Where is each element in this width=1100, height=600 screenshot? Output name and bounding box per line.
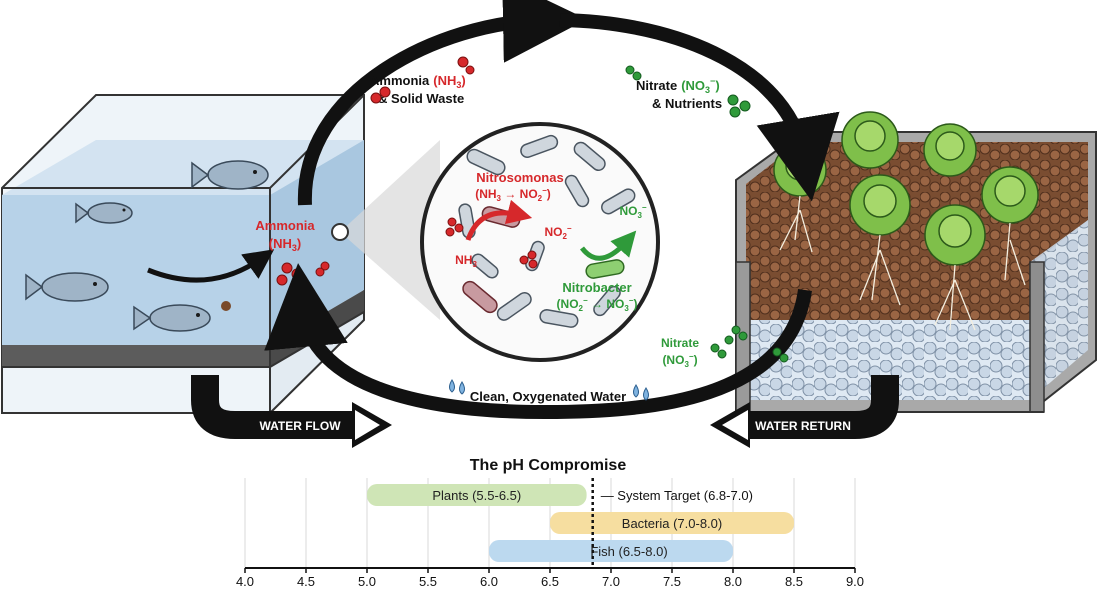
ammonia-molecule-icon bbox=[445, 217, 538, 269]
x-tick-label: 4.0 bbox=[236, 574, 254, 589]
x-tick-label: 8.0 bbox=[724, 574, 742, 589]
solid-waste-icon bbox=[221, 301, 231, 311]
x-tick-label: 4.5 bbox=[297, 574, 315, 589]
chart-title: The pH Compromise bbox=[470, 457, 627, 474]
ph-range-bar bbox=[367, 484, 587, 506]
water-drop-icon bbox=[449, 379, 649, 401]
nitrosomonas-label: Nitrosomonas bbox=[476, 170, 563, 185]
waste-flow-arrow bbox=[147, 249, 275, 283]
bacteria-panel: Nitrosomonas (NH3 → NO2−) NH3 NO2− NO3− … bbox=[420, 122, 660, 362]
fish-tank bbox=[1, 94, 365, 416]
ph-chart: The pH Compromise Plants (5.5-6.5) Bacter… bbox=[236, 457, 864, 589]
bacteria-icon bbox=[458, 134, 636, 328]
nutrients-label: & Nutrients bbox=[652, 96, 722, 111]
ammonia-waste-label: Ammonia(NH3) bbox=[370, 73, 466, 90]
zoom-point bbox=[331, 223, 349, 241]
x-tick-label: 5.5 bbox=[419, 574, 437, 589]
solid-waste-label: & Solid Waste bbox=[378, 91, 464, 106]
ph-range-label: Bacteria (7.0-8.0) bbox=[622, 516, 722, 531]
no2-label: NO2− bbox=[544, 224, 571, 241]
x-tick-label: 8.5 bbox=[785, 574, 803, 589]
ph-range-bar bbox=[489, 540, 733, 562]
no3-label: NO3− bbox=[619, 203, 646, 220]
tank-ammonia-label: Ammonia bbox=[255, 218, 315, 233]
nitrate-molecule-icon bbox=[710, 325, 789, 363]
water-flow-label: WATER FLOW bbox=[259, 419, 341, 433]
zoom-callout bbox=[340, 140, 440, 320]
nitrosomonas-reaction: (NH3 → NO2−) bbox=[475, 186, 551, 203]
tank-ammonia-formula: (NH3) bbox=[269, 236, 301, 253]
x-tick-label: 6.0 bbox=[480, 574, 498, 589]
water-return-arrow: WATER RETURN bbox=[710, 375, 899, 448]
ph-range-label: Plants (5.5-6.5) bbox=[432, 488, 521, 503]
plant-roots bbox=[779, 195, 1026, 331]
x-tick-label: 9.0 bbox=[846, 574, 864, 589]
ph-range-bar bbox=[550, 512, 794, 534]
nitrobacter-reaction: (NO2− → NO3−) bbox=[557, 296, 638, 313]
nitrobacter-label: Nitrobacter bbox=[562, 280, 631, 295]
x-tick-label: 7.5 bbox=[663, 574, 681, 589]
nitrate-molecule-icon bbox=[625, 65, 751, 118]
cycle-arrows bbox=[264, 0, 840, 420]
nh3-label: NH3 bbox=[455, 253, 477, 269]
x-tick-label: 6.5 bbox=[541, 574, 559, 589]
ph-range-label: Fish (6.5-8.0) bbox=[590, 544, 667, 559]
bed-nitrate-formula: (NO3−) bbox=[662, 352, 697, 369]
ammonia-molecule-icon bbox=[370, 56, 475, 104]
bed-nitrate-label: Nitrate bbox=[661, 336, 699, 350]
fish-icon bbox=[25, 160, 269, 332]
water-flow-arrow: WATER FLOW bbox=[191, 375, 392, 448]
x-tick-label: 5.0 bbox=[358, 574, 376, 589]
clean-water-label: Clean, Oxygenated Water bbox=[470, 389, 626, 404]
nitrate-nutrients-label: Nitrate(NO3−) bbox=[636, 76, 720, 95]
water-return-label: WATER RETURN bbox=[755, 419, 851, 433]
target-label: — System Target (6.8-7.0) bbox=[601, 488, 753, 503]
x-tick-label: 7.0 bbox=[602, 574, 620, 589]
